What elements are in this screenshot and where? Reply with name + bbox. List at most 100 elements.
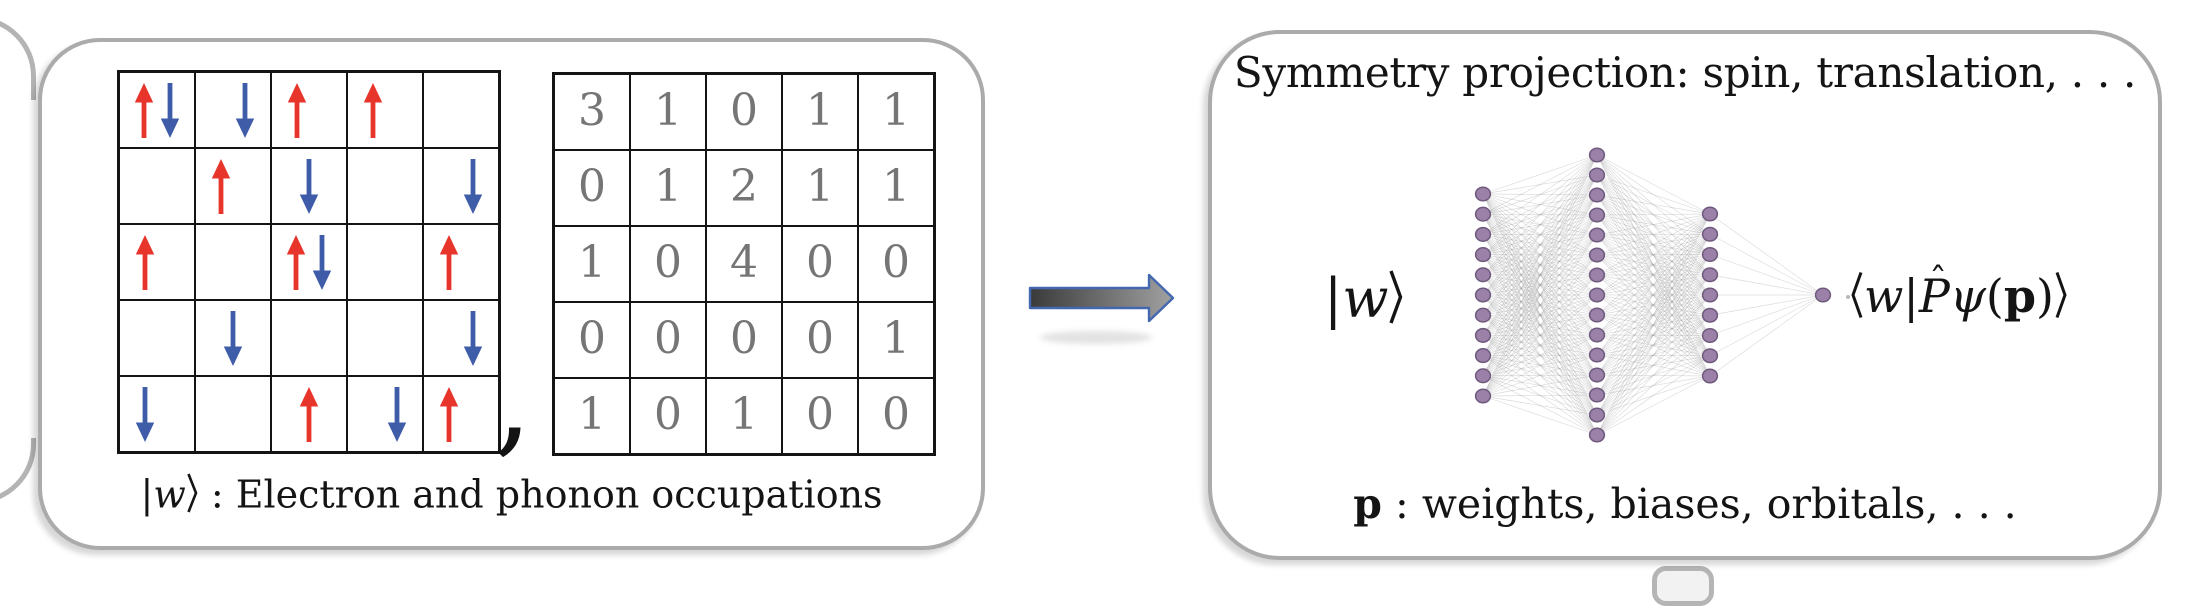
nn-node: [1476, 207, 1491, 221]
phonon-count: 0: [654, 241, 682, 285]
nn-node: [1590, 308, 1605, 322]
spin-cell: [423, 300, 499, 376]
phonon-count: 1: [730, 393, 758, 437]
ket-w: w: [153, 473, 186, 517]
nn-node: [1476, 349, 1491, 363]
spin-down-arrow-icon: [133, 386, 157, 443]
phonon-cell: 1: [706, 378, 782, 454]
spin-cell: [195, 300, 271, 376]
nn-node: [1590, 148, 1605, 162]
phonon-count: 0: [806, 393, 834, 437]
cropped-panel-edge-bottom-center: [1652, 566, 1714, 606]
spin-cell: [119, 148, 195, 224]
phonon-cell: 1: [630, 150, 706, 226]
spin-cell: [119, 376, 195, 452]
spin-cell: [195, 376, 271, 452]
spin-down-arrow-icon: [233, 82, 257, 139]
phonon-count: 1: [882, 317, 910, 361]
spin-cell: [347, 224, 423, 300]
psi-symbol: ψ: [1950, 269, 1986, 323]
phonon-cell: 0: [630, 226, 706, 302]
ket-w: w: [1342, 267, 1388, 330]
nn-node: [1476, 228, 1491, 242]
phonon-count: 1: [882, 89, 910, 133]
spin-cell: [195, 224, 271, 300]
phonon-cell: 1: [554, 378, 630, 454]
nn-node: [1703, 207, 1718, 221]
phonon-cell: 1: [858, 302, 934, 378]
spin-up-arrow-icon: [133, 234, 157, 291]
phonon-cell: 0: [554, 302, 630, 378]
param-text: : weights, biases, orbitals, . . .: [1382, 480, 2017, 528]
nn-node: [1590, 188, 1605, 202]
param-p-symbol: p: [1353, 480, 1382, 528]
phonon-cell: 0: [554, 150, 630, 226]
cropped-panel-edge-top: [0, 16, 36, 100]
spin-cell: [271, 300, 347, 376]
nn-node: [1703, 227, 1718, 241]
spin-down-arrow-icon: [158, 82, 182, 139]
phonon-cell: 0: [858, 226, 934, 302]
spin-down-arrow-icon: [461, 158, 485, 215]
nn-node: [1703, 329, 1718, 343]
spin-cell: [347, 376, 423, 452]
spin-cell: [347, 148, 423, 224]
figure-canvas: { "left_panel": { "caption": {"bar": "|"…: [0, 0, 2196, 580]
nn-node: [1590, 248, 1605, 262]
nn-node: [1590, 288, 1605, 302]
phonon-count: 1: [806, 165, 834, 209]
spin-up-arrow-icon: [209, 158, 233, 215]
separator-comma: ,: [494, 341, 532, 461]
spin-cell: [423, 376, 499, 452]
nn-node: [1703, 349, 1718, 363]
nn-node: [1476, 187, 1491, 201]
phonon-count: 3: [578, 89, 606, 133]
spin-grid: [117, 70, 501, 454]
input-state-label: |w: [1324, 268, 1404, 329]
nn-node: [1476, 308, 1491, 322]
nn-node: [1590, 208, 1605, 222]
spin-cell: [195, 72, 271, 148]
ket-bar: |: [1324, 267, 1342, 330]
phonon-count: 0: [806, 317, 834, 361]
phonon-cell: 3: [554, 74, 630, 150]
nn-node: [1816, 288, 1831, 302]
angle-bracket-left-icon: [1850, 270, 1864, 320]
phonon-cell: 0: [782, 302, 858, 378]
phonon-cell: 0: [782, 378, 858, 454]
caption-text: : Electron and phonon occupations: [199, 473, 883, 517]
spin-down-arrow-icon: [385, 386, 409, 443]
spin-cell: [347, 300, 423, 376]
spin-up-arrow-icon: [361, 82, 385, 139]
spin-cell: [423, 72, 499, 148]
nn-node: [1476, 329, 1491, 343]
spin-down-arrow-icon: [221, 310, 245, 367]
spin-up-arrow-icon: [437, 234, 461, 291]
phonon-cell: 4: [706, 226, 782, 302]
angle-bracket-right-icon: [186, 472, 199, 514]
spin-cell: [119, 224, 195, 300]
phonon-count: 0: [654, 393, 682, 437]
cropped-panel-edge-bottom: [0, 438, 36, 504]
spin-down-arrow-icon: [461, 310, 485, 367]
nn-node: [1703, 369, 1718, 383]
phonon-cell: 1: [858, 74, 934, 150]
nn-node: [1590, 428, 1605, 442]
nn-node: [1703, 288, 1718, 302]
phonon-count: 0: [578, 317, 606, 361]
nn-node: [1476, 268, 1491, 282]
phonon-count: 0: [882, 241, 910, 285]
phonon-count: 0: [730, 89, 758, 133]
phonon-cell: 0: [706, 74, 782, 150]
nn-node: [1590, 268, 1605, 282]
nn-node: [1590, 328, 1605, 342]
phonon-count: 4: [730, 241, 758, 285]
spin-down-arrow-icon: [310, 234, 334, 291]
phonon-count: 1: [654, 165, 682, 209]
nn-node: [1590, 408, 1605, 422]
nn-node: [1590, 348, 1605, 362]
bra-bar: |: [1903, 269, 1919, 323]
